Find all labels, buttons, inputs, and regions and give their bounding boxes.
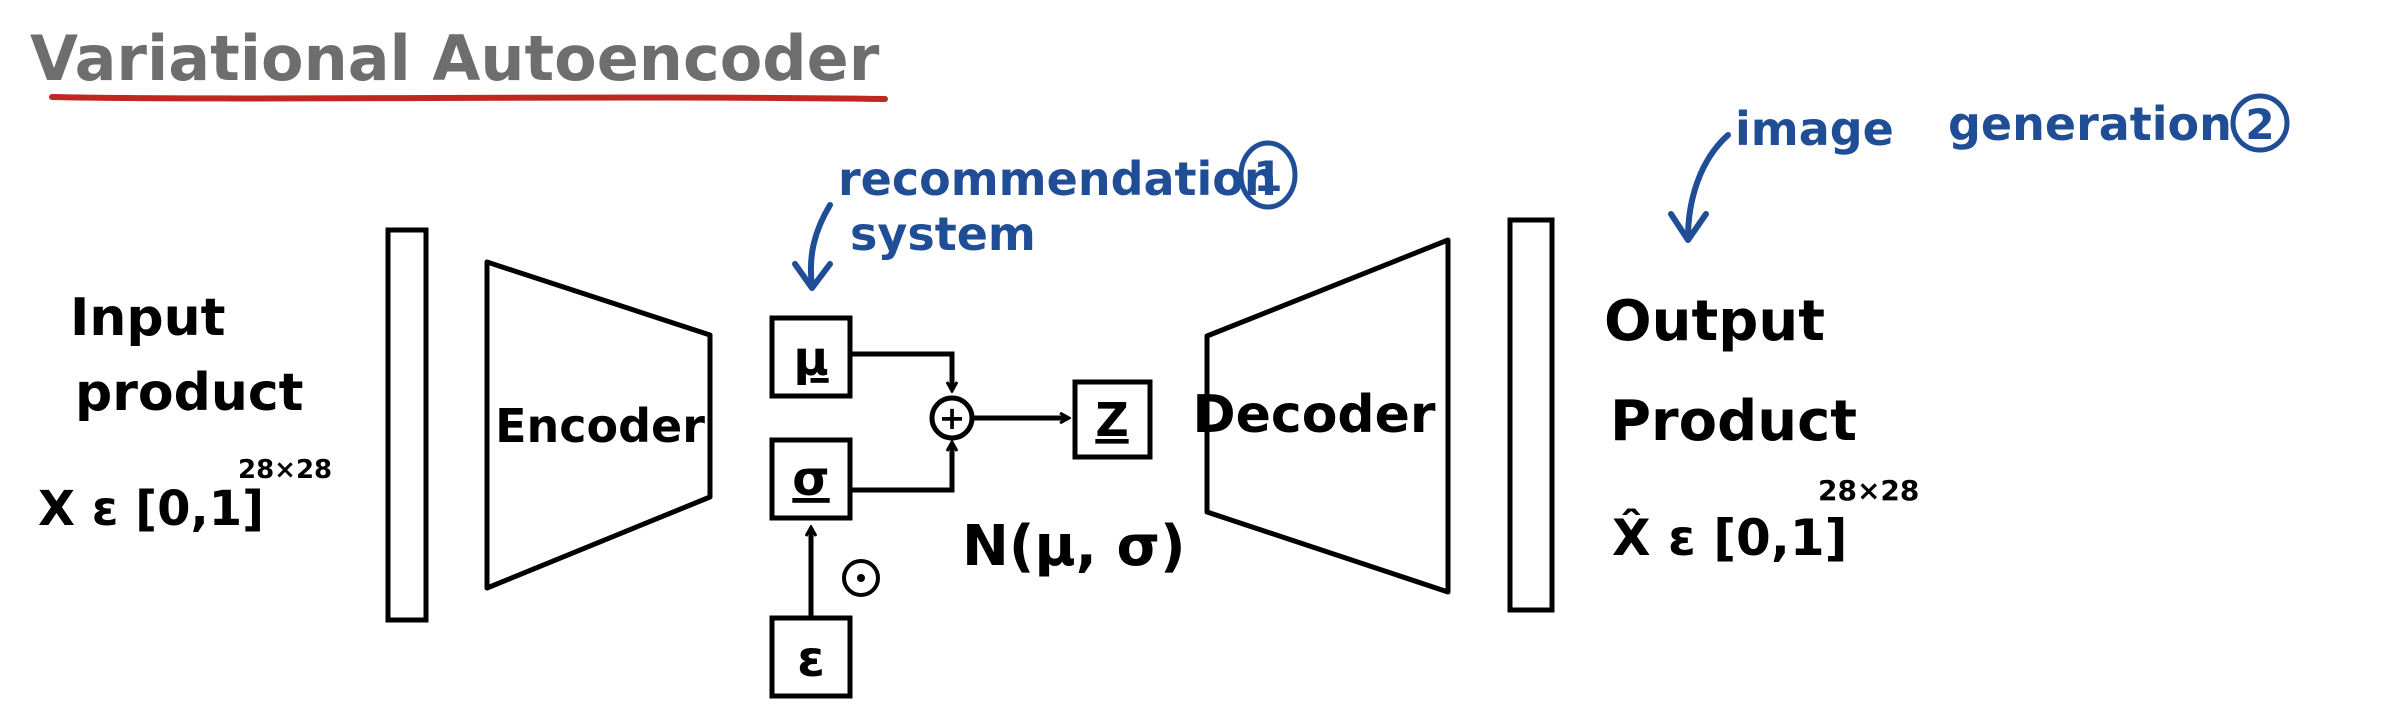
annotation-2-line2: generation	[1948, 97, 2232, 151]
output-label-line1: Output	[1604, 289, 1825, 354]
mu-to-plus-arrow	[850, 351, 952, 390]
diagram-title: Variational Autoencoder	[30, 22, 880, 95]
annotation-1-badge-number: 1	[1253, 152, 1282, 201]
decoder-label: Decoder	[1192, 385, 1435, 445]
input-layer-bar	[385, 227, 429, 623]
epsilon-label: ε	[797, 630, 825, 688]
hadamard-dot-icon	[857, 574, 865, 582]
input-space-superscript: 28×28	[238, 455, 332, 485]
title-underline	[49, 94, 888, 102]
input-space-math: X ε [0,1]	[38, 481, 264, 537]
mu-box	[769, 315, 853, 399]
mu-label: μ	[793, 331, 828, 387]
input-label-line1: Input	[70, 288, 225, 348]
plus-icon: +	[939, 399, 966, 437]
z-label: Z	[1095, 393, 1128, 447]
annotation-2-badge-circle	[2230, 93, 2290, 153]
sigma-box	[769, 437, 853, 521]
hadamard-circle	[842, 559, 880, 597]
annotation-2-arrow-shaft	[1685, 132, 1731, 241]
input-label-line2: product	[75, 363, 304, 423]
z-box	[1072, 379, 1153, 460]
annotation-1-badge-circle	[1238, 140, 1298, 210]
sigma-label: σ	[792, 451, 829, 507]
sigma-to-plus-arrow	[850, 443, 952, 493]
output-label-line2: Product	[1610, 389, 1857, 454]
annotation-1-arrow-shaft	[807, 202, 833, 289]
decoder-block	[1204, 237, 1451, 595]
annotation-1-line1: recommendation	[838, 152, 1277, 206]
annotation-1-arrow-head-icon	[792, 261, 833, 291]
output-space-math: X̂ ε [0,1]	[1612, 508, 1847, 567]
annotation-2-badge-number: 2	[2245, 100, 2274, 149]
encoder-label: Encoder	[495, 399, 705, 453]
encoder-block	[484, 259, 713, 591]
annotation-2-line1: image	[1735, 102, 1894, 156]
annotation-1-line2: system	[850, 207, 1036, 261]
normal-distribution-label: N(μ, σ)	[962, 514, 1186, 579]
annotation-2-arrow-head-icon	[1668, 211, 1709, 243]
output-space-superscript: 28×28	[1818, 474, 1919, 507]
output-layer-bar	[1507, 217, 1555, 613]
